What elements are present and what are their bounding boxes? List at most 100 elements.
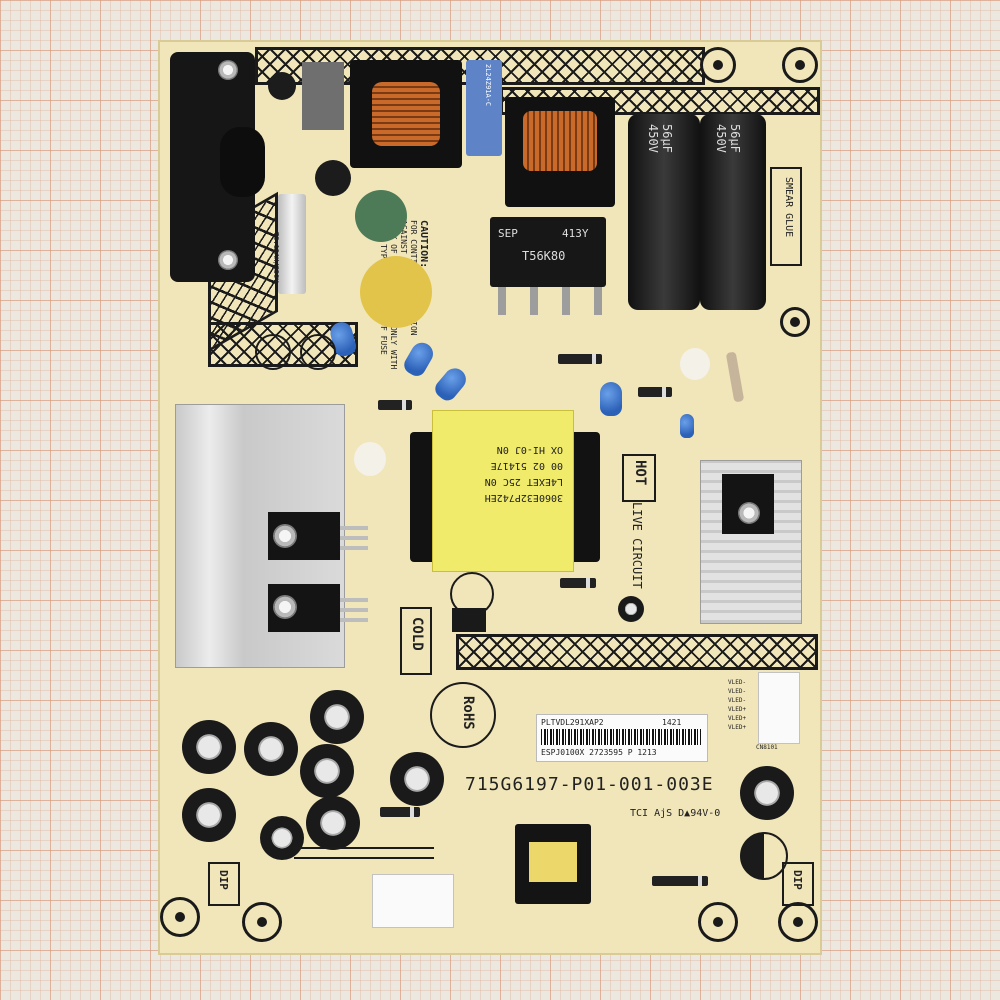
mounting-hole-icon <box>778 902 818 942</box>
mounting-hole-icon <box>782 47 818 83</box>
electrolytic-cap <box>390 752 444 806</box>
pin-label: VLED- <box>728 679 747 686</box>
cap-value: 56μF 450V <box>714 124 742 153</box>
transformer-line: 00 02 51417E <box>490 460 563 471</box>
bulk-capacitor: 56μF 450V <box>700 114 766 310</box>
mosfet-legs <box>340 592 368 622</box>
mounting-hole-icon <box>698 902 738 942</box>
dip-label: DIP <box>791 870 804 890</box>
rohs-logo: RoHS <box>430 682 496 748</box>
hot-box: HOT <box>622 454 656 502</box>
white-led <box>680 348 710 380</box>
thermistor <box>355 190 407 242</box>
common-mode-choke <box>350 60 462 168</box>
white-led <box>354 442 386 476</box>
connector-right-pins: VLED- VLED- VLED- VLED+ VLED+ VLED+ <box>728 678 746 732</box>
polarity-mark <box>300 334 336 370</box>
dip-label: DIP <box>217 870 230 890</box>
pin-label: VLED+ <box>728 715 747 722</box>
connector-right-ref: CN8101 <box>756 744 778 751</box>
transformer-line: L4EXET 25C 0N <box>484 476 563 487</box>
sticker-line1-right: 1421 <box>662 718 682 727</box>
mounting-hole-icon <box>242 902 282 942</box>
y-capacitor <box>431 363 471 405</box>
pin-label: VLED- <box>728 697 747 704</box>
hot-sublabel: LIVE CIRCUIT <box>630 502 644 589</box>
screw-icon <box>218 60 238 80</box>
jumper-wire <box>294 857 434 859</box>
diode <box>652 876 708 886</box>
bridge-code: 413Y <box>562 227 589 240</box>
pin-label: VLED+ <box>728 724 747 731</box>
y-capacitor <box>600 382 622 416</box>
x-capacitor <box>302 62 344 130</box>
pfc-winding <box>523 111 597 171</box>
screw-icon <box>738 502 760 524</box>
bridge-rectifier: SEP 413Y T56K80 <box>490 217 606 287</box>
connector-right <box>758 672 800 744</box>
screw-icon <box>273 595 297 619</box>
model-number: 715G6197-P01-001-003E <box>465 774 714 795</box>
ul-marking: TCI AjS D▲94V-0 <box>630 808 721 819</box>
dip-arrow-left: DIP <box>208 862 240 906</box>
smear-glue-text: SMEAR GLUE <box>783 177 794 238</box>
electrolytic-cap <box>260 816 304 860</box>
fuse <box>278 194 306 294</box>
polarity-mark <box>255 334 291 370</box>
y-capacitor <box>680 414 694 438</box>
screw-icon <box>273 524 297 548</box>
diode <box>638 387 672 397</box>
diode <box>558 354 602 364</box>
electrolytic-cap <box>182 720 236 774</box>
polarity-mark <box>450 572 494 616</box>
cold-box: COLD <box>400 607 432 675</box>
diode <box>380 807 420 817</box>
electrolytic-cap <box>306 796 360 850</box>
bridge-legs <box>498 287 602 315</box>
rohs-label: RoHS <box>460 696 476 730</box>
transformer-line: 3060E32P742EH <box>484 492 563 503</box>
cap-value: 56μF 450V <box>646 124 674 153</box>
smear-glue-box: SMEAR GLUE <box>770 167 802 266</box>
polarity-mark <box>740 832 788 880</box>
fuse-rating: T3.15AH/250V <box>272 232 280 283</box>
mounting-hole-icon <box>160 897 200 937</box>
pin-label: VLED+ <box>728 706 747 713</box>
pcb-board: T3.15AH/250V 2L24Z91A-C SEP 413Y T56K80 … <box>158 40 822 955</box>
hatch-middle <box>456 634 818 670</box>
electrolytic-cap <box>740 766 794 820</box>
filter-label: 2L24Z91A-C <box>484 64 492 107</box>
mounting-hole-icon <box>780 307 810 337</box>
pin-label: VLED- <box>728 688 747 695</box>
electrolytic-cap <box>300 744 354 798</box>
barcode <box>541 729 701 745</box>
mounting-hole-icon <box>700 47 736 83</box>
label-sticker: PLTVDL291XAP2 1421 ESPJ0100X 2723595 P 1… <box>536 714 708 762</box>
resistor <box>725 351 745 403</box>
electrolytic-cap <box>244 722 298 776</box>
standby-transformer <box>515 824 591 904</box>
dip-arrow-right: DIP <box>782 862 814 906</box>
choke-winding <box>372 82 440 146</box>
bridge-part: T56K80 <box>522 249 566 263</box>
hot-label: HOT <box>632 460 648 486</box>
diode <box>378 400 412 410</box>
diode <box>560 578 596 588</box>
sticker-line1: PLTVDL291XAP2 <box>541 718 604 727</box>
standby-winding <box>529 842 577 882</box>
pfc-choke <box>505 97 615 207</box>
bulk-capacitor: 56μF 450V <box>628 114 700 310</box>
transformer-line: OX HI-0J 0N <box>496 444 563 455</box>
cold-label: COLD <box>409 617 425 651</box>
electrolytic-cap <box>618 596 644 622</box>
ac-socket <box>220 127 265 197</box>
small-cap <box>315 160 351 196</box>
electrolytic-cap <box>182 788 236 842</box>
screw-icon <box>218 250 238 270</box>
transformer-text: 3060E32P742EH L4EXET 25C 0N 00 02 51417E… <box>453 441 563 505</box>
transformer-tape: 3060E32P742EH L4EXET 25C 0N 00 02 51417E… <box>432 410 574 572</box>
bridge-brand: SEP <box>498 227 518 240</box>
sticker-line2: ESPJ0100X 2723595 P 1213 <box>541 748 657 757</box>
jumper-wire <box>294 847 434 849</box>
connector-bottom <box>372 874 454 928</box>
